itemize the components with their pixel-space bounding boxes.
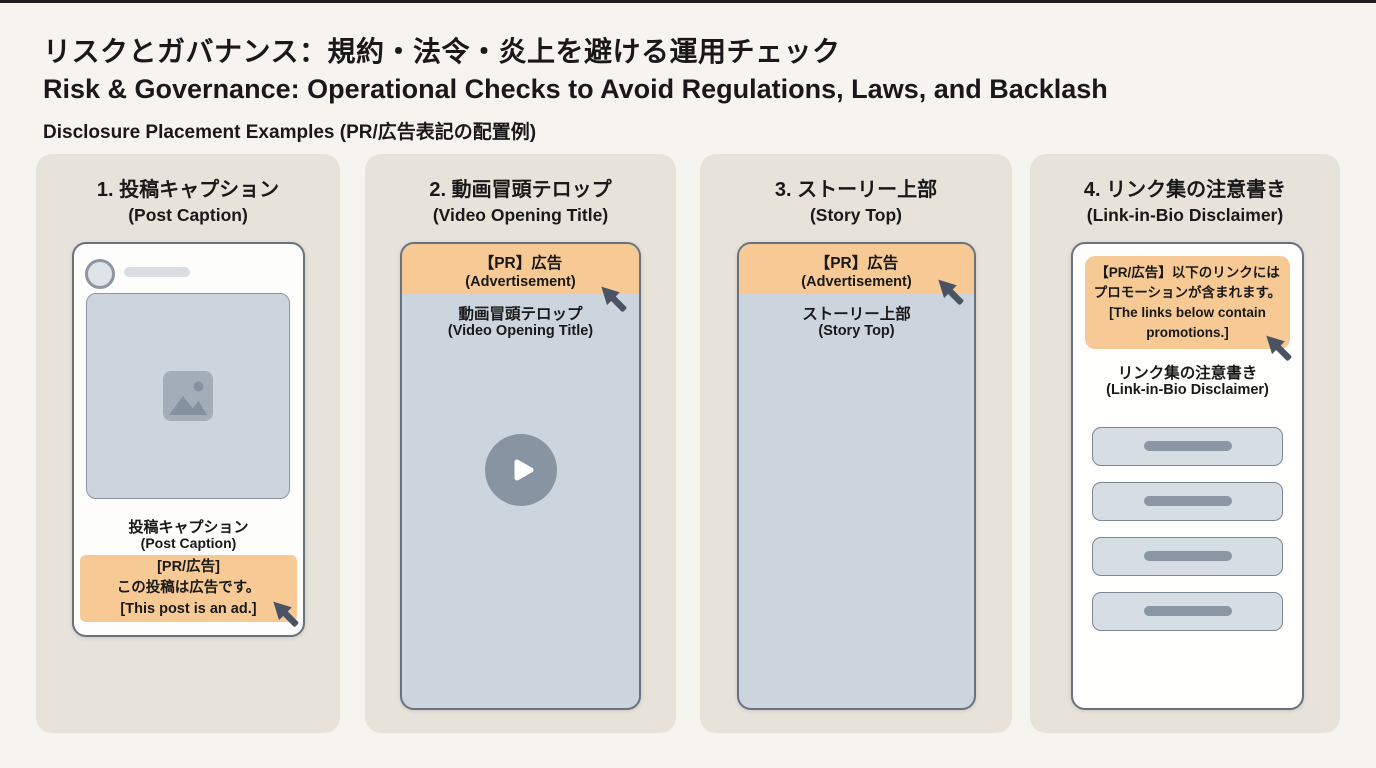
play-icon: [514, 459, 533, 481]
link-text-placeholder: [1143, 496, 1232, 506]
disclosure-line-3: [This post is an ad.]: [120, 601, 257, 617]
screen-label-en: (Story Top): [818, 323, 895, 339]
page-title-en: Risk & Governance: Operational Checks to…: [43, 74, 1108, 104]
disclaimer-line-4: promotions.]: [1146, 325, 1229, 340]
phone-mockup-linkbio: 【PR/広告】以下のリンクには プロモーションが含まれます。 [The link…: [1071, 242, 1304, 710]
panel-post-caption: 1. 投稿キャプション (Post Caption) 投稿キャプション (Pos…: [36, 154, 340, 733]
phone-mockup-story: 【PR】広告 (Advertisement) ストーリー上部 (Story To…: [737, 242, 976, 710]
link-button[interactable]: [1092, 537, 1283, 576]
cursor-arrow-icon: [1266, 335, 1292, 361]
phone-mockup-post: 投稿キャプション (Post Caption) [PR/広告] この投稿は広告で…: [72, 242, 305, 637]
banner-label-en: (Advertisement): [801, 274, 912, 290]
banner-label-en: (Advertisement): [465, 274, 576, 290]
cursor-arrow-icon: [273, 601, 299, 627]
disclaimer-line-3: [The links below contain: [1109, 305, 1266, 320]
pr-disclosure-highlight: [PR/広告] この投稿は広告です。 [This post is an ad.]: [80, 555, 297, 622]
avatar: [85, 259, 115, 289]
pr-banner-highlight: 【PR】広告 (Advertisement): [402, 244, 639, 294]
link-text-placeholder: [1143, 606, 1232, 616]
cursor-arrow-icon: [601, 286, 627, 312]
link-button[interactable]: [1092, 592, 1283, 631]
panel-4-subtitle: (Link-in-Bio Disclaimer): [1086, 205, 1284, 225]
banner-label-ja: 【PR】広告: [478, 255, 563, 272]
panel-link-in-bio: 4. リンク集の注意書き (Link-in-Bio Disclaimer) 【P…: [1030, 154, 1340, 733]
disclosure-line-1: [PR/広告]: [157, 559, 220, 575]
cursor-arrow-icon: [938, 279, 964, 305]
play-button[interactable]: [484, 434, 557, 506]
panel-4-title: 4. リンク集の注意書き: [1083, 179, 1287, 201]
panel-2-subtitle: (Video Opening Title): [432, 205, 609, 225]
disclaimer-line-2: プロモーションが含まれます。: [1093, 285, 1282, 300]
panel-3-title: 3. ストーリー上部: [774, 179, 938, 201]
screen-label-en: (Video Opening Title): [447, 323, 594, 339]
screen-label-en: (Link-in-Bio Disclaimer): [1106, 382, 1269, 398]
screen-label-ja: 動画冒頭テロップ: [458, 306, 583, 323]
phone-mockup-video: 【PR】広告 (Advertisement) 動画冒頭テロップ (Video O…: [400, 242, 641, 710]
link-button[interactable]: [1092, 482, 1283, 521]
link-button[interactable]: [1092, 427, 1283, 466]
screen-label-ja: ストーリー上部: [802, 306, 911, 323]
disclosure-line-2: この投稿は広告です。: [116, 580, 261, 596]
panel-2-title: 2. 動画冒頭テロップ: [429, 179, 612, 201]
pr-banner-highlight: 【PR】広告 (Advertisement): [739, 244, 974, 294]
post-image-placeholder: [86, 293, 290, 499]
username-placeholder: [124, 267, 190, 277]
caption-label-ja: 投稿キャプション: [128, 519, 249, 536]
image-icon: [163, 371, 213, 421]
panel-video-opening: 2. 動画冒頭テロップ (Video Opening Title) 【PR】広告…: [365, 154, 676, 733]
panel-1-subtitle: (Post Caption): [128, 205, 248, 225]
link-text-placeholder: [1143, 441, 1232, 451]
panel-3-subtitle: (Story Top): [809, 205, 903, 225]
page-title-ja: リスクとガバナンス：規約・法令・炎上を避ける運用チェック: [43, 36, 841, 67]
link-text-placeholder: [1143, 551, 1232, 561]
banner-label-ja: 【PR】広告: [814, 255, 899, 272]
panel-1-title: 1. 投稿キャプション: [96, 179, 280, 201]
page-subtitle: Disclosure Placement Examples (PR/広告表記の配…: [43, 122, 537, 143]
screen-label-ja: リンク集の注意書き: [1117, 365, 1258, 382]
pr-disclaimer-highlight: 【PR/広告】以下のリンクには プロモーションが含まれます。 [The link…: [1085, 256, 1290, 349]
disclaimer-line-1: 【PR/広告】以下のリンクには: [1095, 265, 1280, 280]
panel-story-top: 3. ストーリー上部 (Story Top) 【PR】広告 (Advertise…: [700, 154, 1012, 733]
top-edge-strip: [0, 0, 1376, 3]
caption-label-en: (Post Caption): [140, 535, 237, 551]
